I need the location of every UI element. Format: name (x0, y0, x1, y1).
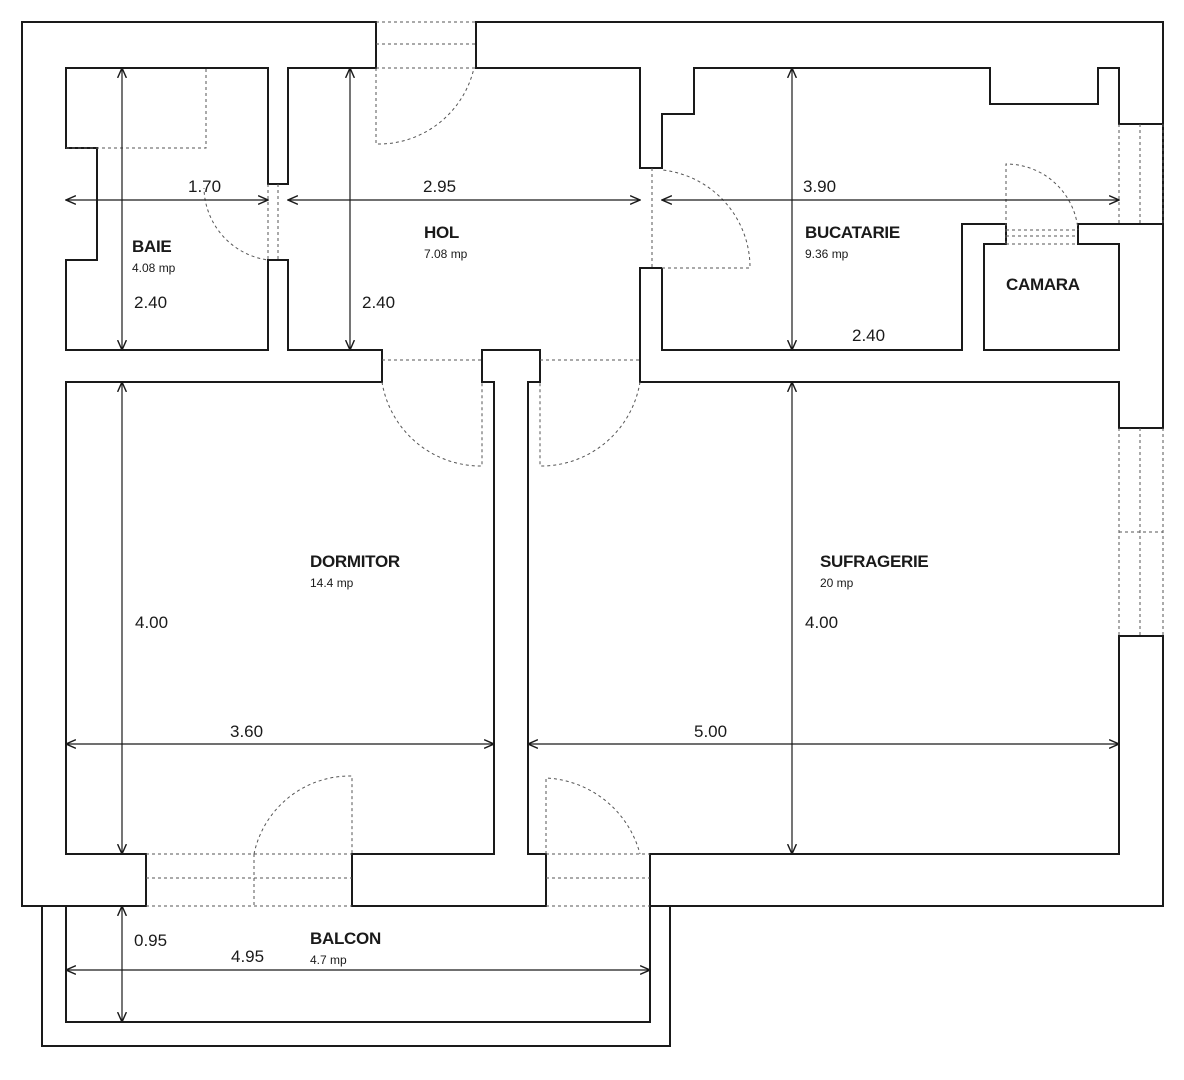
baie-height-label: 2.40 (134, 293, 167, 312)
dormitor-width-label: 3.60 (230, 722, 263, 741)
bucatarie-name: BUCATARIE (805, 223, 900, 242)
baie-name: BAIE (132, 237, 171, 256)
dimension-labels: 1.70 2.40 2.95 2.40 3.90 2.40 3.60 4.00 … (134, 177, 885, 966)
kitchen-window (1118, 124, 1164, 224)
room-labels: BAIE 4.08 mp HOL 7.08 mp BUCATARIE 9.36 … (132, 223, 1080, 967)
balcon-width-label: 4.95 (231, 947, 264, 966)
entrance-door-swing (375, 67, 475, 145)
walls (21, 21, 1164, 1047)
pantry-door-swing (1005, 163, 1079, 244)
baie-area: 4.08 mp (132, 261, 176, 275)
kitchen-door-swing (651, 168, 751, 269)
dormitor-name: DORMITOR (310, 552, 400, 571)
hol-area: 7.08 mp (424, 247, 468, 261)
living-door-swing (539, 381, 641, 467)
sufragerie-height-label: 4.00 (805, 613, 838, 632)
openings (66, 21, 1164, 907)
pantry-door-gap (1006, 229, 1078, 245)
exterior-wall-right (475, 21, 1164, 169)
kitchen-lower-wall (639, 124, 1164, 429)
entrance-opening (376, 21, 476, 69)
sufragerie-area: 20 mp (820, 576, 854, 590)
right-wall-lower (649, 635, 1164, 907)
balcon-area: 4.7 mp (310, 953, 347, 967)
hol-width-label: 2.95 (423, 177, 456, 196)
balcon-name: BALCON (310, 929, 381, 948)
hol-height-label: 2.40 (362, 293, 395, 312)
hol-name: HOL (424, 223, 459, 242)
bucatarie-height-label: 2.40 (852, 326, 885, 345)
living-balcony-opening (546, 853, 650, 907)
bedroom-balcony-opening (146, 853, 352, 907)
bedroom-balcony-door-swing (253, 775, 353, 855)
bath-tub (66, 68, 207, 149)
sufragerie-name: SUFRAGERIE (820, 552, 928, 571)
bedroom-door-swing (381, 381, 483, 467)
camara-name: CAMARA (1006, 275, 1080, 294)
sufragerie-width-label: 5.00 (694, 722, 727, 741)
dormitor-area: 14.4 mp (310, 576, 354, 590)
exterior-wall-outline (21, 21, 383, 907)
bucatarie-width-label: 3.90 (803, 177, 836, 196)
living-balcony-door-swing (545, 777, 641, 855)
central-partition (351, 349, 547, 907)
bucatarie-area: 9.36 mp (805, 247, 849, 261)
living-window (1118, 428, 1164, 636)
baie-width-label: 1.70 (188, 177, 221, 196)
dimension-lines (66, 68, 1119, 1022)
balcon-height-label: 0.95 (134, 931, 167, 950)
dormitor-height-label: 4.00 (135, 613, 168, 632)
balcony-outline (41, 906, 671, 1047)
